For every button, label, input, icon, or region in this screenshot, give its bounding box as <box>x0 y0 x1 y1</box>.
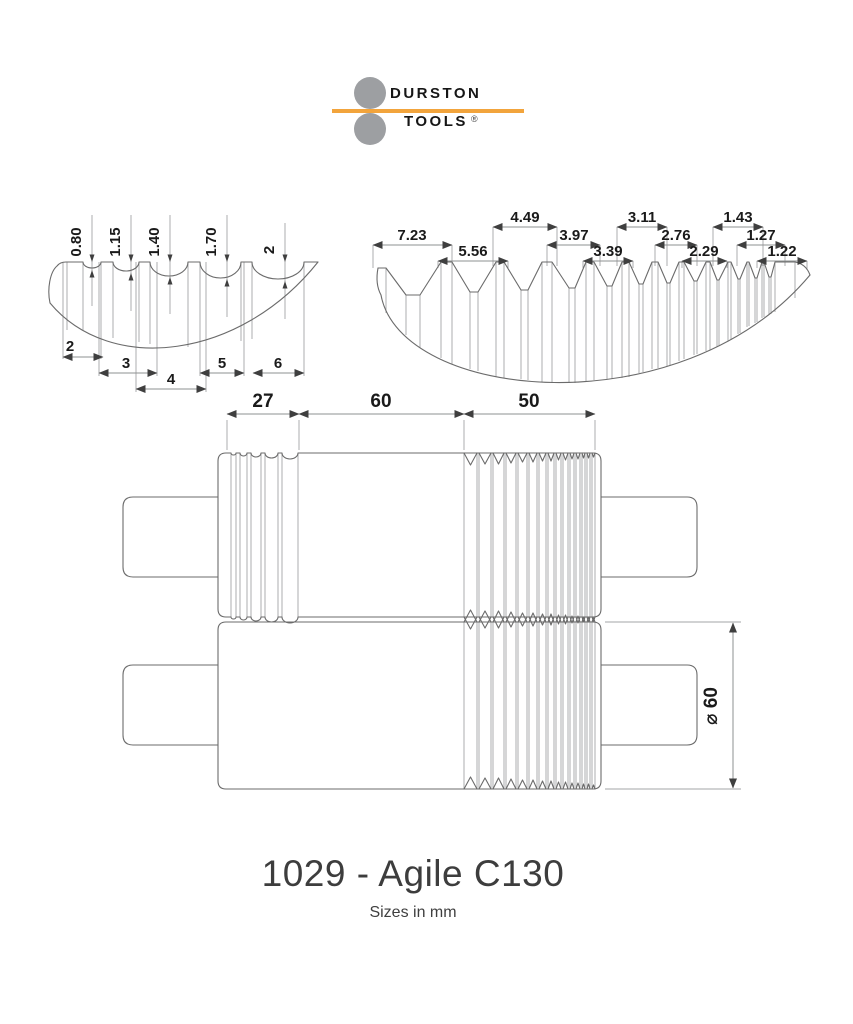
section-label-27: 27 <box>252 391 273 412</box>
top-roller-vteeth-top <box>463 452 596 466</box>
width-label-3: 5 <box>218 355 226 372</box>
durston-tools-logo: DURSTON TOOLS ® <box>330 76 530 146</box>
logo-roller-circle-bottom <box>354 113 386 145</box>
top-roller-groove-lines-50 <box>463 453 596 617</box>
vgroove-label-3: 3.97 <box>559 227 588 244</box>
bottom-roller-side-edges <box>217 629 602 782</box>
diameter-label: ⌀ 60 <box>701 687 722 725</box>
top-roller-right-shaft <box>600 496 698 578</box>
vgroove-label-0: 7.23 <box>397 227 426 244</box>
vgroove-label-1: 5.56 <box>458 243 487 260</box>
right-profile-left-edge <box>376 267 382 296</box>
top-roller-groove-lines-27 <box>230 453 299 617</box>
left-profile-extension-lines <box>62 262 305 392</box>
drawing-subtitle: Sizes in mm <box>369 904 457 921</box>
width-label-1: 3 <box>122 355 130 372</box>
width-label-0: 2 <box>66 338 74 355</box>
left-profile-outline <box>48 261 319 304</box>
left-groove-profile-section: 0.80 1.15 1.40 1.70 2 2 3 4 5 6 <box>48 215 319 393</box>
logo-brand-line1: DURSTON <box>390 85 482 102</box>
logo-orange-bar <box>332 109 524 113</box>
bottom-roller-bottom-edge <box>217 780 602 790</box>
vgroove-label-9: 1.27 <box>746 227 775 244</box>
section-label-60: 60 <box>370 391 391 412</box>
front-view-extension-lines <box>226 420 741 790</box>
section-label-50: 50 <box>518 391 539 412</box>
bottom-roller <box>122 609 698 790</box>
front-view-dimensions: 27 60 50 ⌀ 60 <box>226 391 741 790</box>
top-roller-side-edges <box>217 460 602 610</box>
width-label-4: 6 <box>274 355 282 372</box>
vgroove-label-5: 3.11 <box>628 209 656 226</box>
bottom-roller-right-shaft <box>600 664 698 746</box>
depth-label-1: 1.15 <box>107 227 124 256</box>
top-roller-top-edge <box>217 452 602 462</box>
vgroove-label-2: 4.49 <box>510 209 539 226</box>
bottom-roller-vteeth-bottom <box>463 776 596 790</box>
width-label-2: 4 <box>167 371 176 388</box>
left-profile-depth-arrows <box>89 254 288 289</box>
title-block: 1029 - Agile C130 Sizes in mm <box>0 853 826 922</box>
registered-trademark-symbol: ® <box>471 114 478 124</box>
top-roller <box>122 452 698 630</box>
depth-label-4: 2 <box>261 246 278 254</box>
left-profile-bottom-arc <box>49 261 319 349</box>
vgroove-label-8: 1.43 <box>723 209 752 226</box>
depth-label-0: 0.80 <box>68 227 85 256</box>
depth-label-2: 1.40 <box>146 227 163 256</box>
logo-roller-circle-top <box>354 77 386 109</box>
top-roller-vteeth-bottom <box>463 616 596 630</box>
right-profile-extension-lines <box>372 227 808 270</box>
right-profile-section-lines <box>385 262 796 383</box>
bottom-roller-groove-lines-50 <box>463 622 596 789</box>
vgroove-label-6: 2.76 <box>661 227 690 244</box>
depth-label-3: 1.70 <box>203 227 220 256</box>
bottom-roller-vteeth-top <box>463 609 596 623</box>
drawing-title: 1029 - Agile C130 <box>261 853 565 894</box>
vgroove-label-4: 3.39 <box>593 243 622 260</box>
right-profile-bottom-arc <box>380 274 811 384</box>
logo-brand-line2: TOOLS <box>404 113 468 130</box>
bottom-roller-top-edge <box>217 621 602 631</box>
right-vgroove-profile-section: 7.23 5.56 4.49 3.97 3.39 3.11 2.76 2.29 … <box>372 209 811 384</box>
vgroove-label-7: 2.29 <box>689 243 718 260</box>
top-roller-bottom-edge <box>217 608 602 624</box>
vgroove-label-10: 1.22 <box>767 243 796 260</box>
top-roller-left-shaft <box>122 496 219 578</box>
bottom-roller-left-shaft <box>122 664 219 746</box>
